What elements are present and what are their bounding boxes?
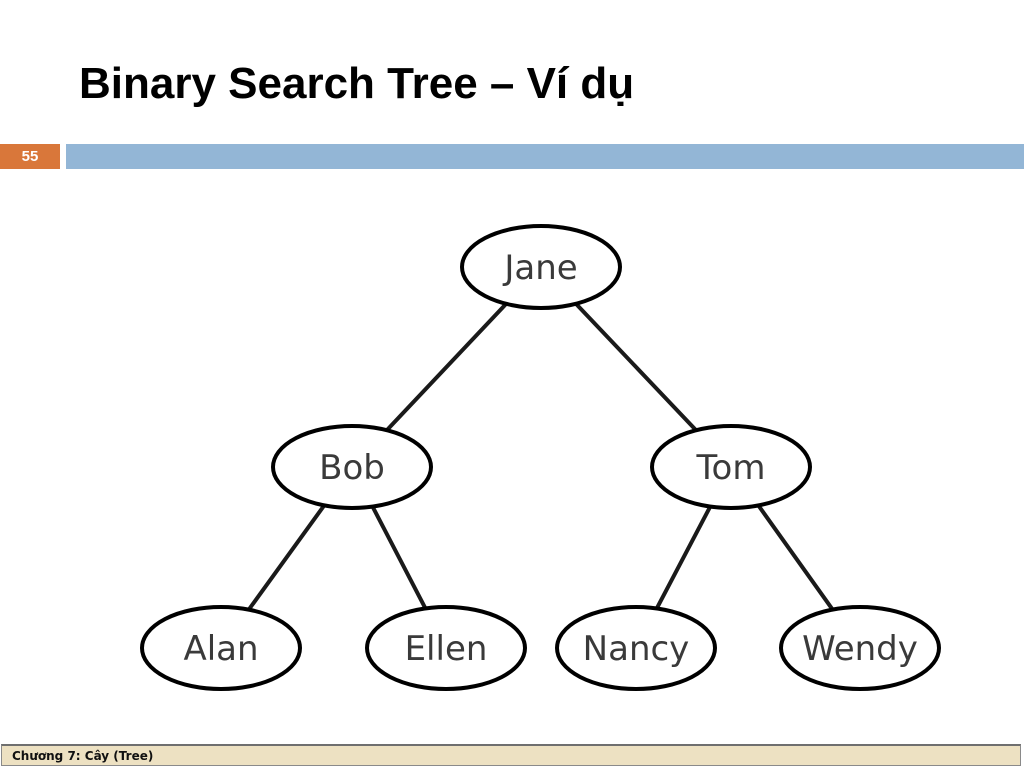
footer-bar: Chương 7: Cây (Tree) [1, 744, 1021, 766]
tree-node-jane: Jane [460, 224, 622, 310]
tree-node-ellipse [140, 605, 302, 691]
tree-node-wendy: Wendy [779, 605, 941, 691]
tree-edge-jane-tom [573, 301, 699, 433]
tree-node-label: Bob [319, 448, 385, 488]
tree-node-label: Jane [502, 248, 577, 288]
tree-edge-bob-alan [246, 503, 327, 612]
tree-node-ellipse [555, 605, 717, 691]
tree-node-ellipse [271, 424, 433, 510]
slide-title: Binary Search Tree – Ví dụ [79, 59, 635, 108]
page-number-badge: 55 [0, 144, 60, 169]
tree-node-tom: Tom [650, 424, 812, 510]
footer-chapter-label: Chương 7: Cây (Tree) [12, 749, 154, 763]
tree-node-ellipse [460, 224, 622, 310]
tree-edge-jane-bob [384, 301, 509, 433]
tree-node-nancy: Nancy [555, 605, 717, 691]
tree-node-alan: Alan [140, 605, 302, 691]
tree-node-bob: Bob [271, 424, 433, 510]
tree-node-ellipse [365, 605, 527, 691]
tree-edge-tom-nancy [654, 504, 713, 611]
tree-edges [246, 301, 835, 612]
tree-node-ellipse [650, 424, 812, 510]
tree-node-label: Ellen [405, 629, 488, 669]
tree-node-label: Tom [696, 448, 766, 488]
tree-node-label: Alan [183, 629, 258, 669]
tree-node-ellen: Ellen [365, 605, 527, 691]
tree-node-ellipse [779, 605, 941, 691]
header-divider-bar [66, 144, 1024, 169]
tree-node-label: Wendy [802, 629, 918, 669]
tree-edge-tom-wendy [756, 503, 835, 612]
tree-node-label: Nancy [583, 629, 690, 669]
page-number: 55 [21, 148, 39, 165]
tree-edge-bob-ellen [370, 504, 428, 611]
